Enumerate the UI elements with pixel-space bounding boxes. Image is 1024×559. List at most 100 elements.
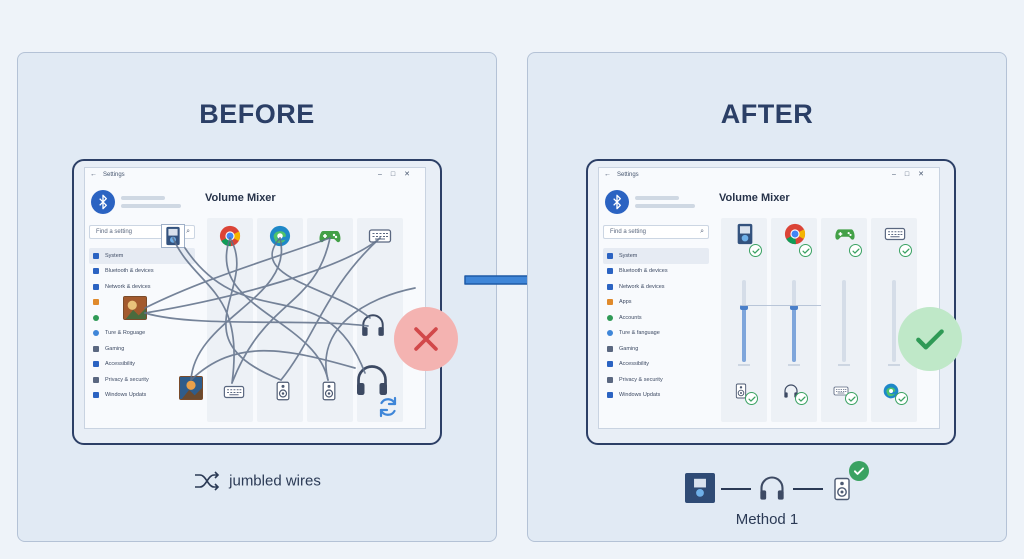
sidebar-item-label: Ture & fanguage [619, 330, 660, 337]
sidebar-item[interactable]: Windows Updats [89, 388, 195, 404]
sidebar-item-label: Windows Updats [105, 392, 147, 399]
monitor-icon [93, 252, 99, 259]
game-thumbnail [179, 376, 203, 400]
back-arrow-icon[interactable]: ← [90, 171, 97, 178]
sidebar-item[interactable]: Apps [603, 295, 709, 311]
bluetooth-icon [605, 190, 629, 214]
volume-slider[interactable] [842, 280, 846, 362]
checkmark-icon [799, 244, 812, 257]
checkmark-icon [745, 392, 758, 405]
media-player-icon[interactable] [161, 224, 185, 248]
account-name-placeholder [121, 196, 165, 200]
after-caption: Method 1 [735, 511, 799, 528]
volume-slider[interactable] [892, 280, 896, 362]
sidebar-item[interactable]: Privacy & security [89, 372, 195, 388]
search-icon: ⌕ [700, 228, 704, 235]
window-title: Settings [103, 172, 125, 178]
refresh-icon[interactable] [375, 394, 401, 420]
sidebar-item[interactable] [89, 295, 195, 311]
shield-icon [93, 376, 99, 383]
shield-icon [607, 376, 613, 383]
search-placeholder: Find a setting [96, 229, 133, 235]
sidebar-item[interactable]: Gaming [603, 341, 709, 357]
sidebar-item-label: System [619, 252, 638, 259]
game-thumbnail [123, 296, 147, 320]
sidebar-item[interactable]: Ture & fanguage [603, 326, 709, 342]
shuffle-icon [195, 471, 220, 491]
sidebar-item[interactable]: Bluetooth & devices [89, 264, 195, 280]
person-icon [607, 314, 613, 321]
sidebar-item-label: Windows Updats [619, 392, 661, 399]
sidebar-item[interactable]: System [603, 248, 709, 264]
account-email-placeholder [121, 204, 181, 208]
accessibility-icon [607, 361, 613, 368]
sidebar-item[interactable]: Accessibility [603, 357, 709, 373]
sidebar-item[interactable]: Privacy & security [603, 372, 709, 388]
search-input[interactable]: Find a setting ⌕ [603, 225, 709, 239]
sidebar-item[interactable]: Accessibility [89, 357, 195, 373]
slider-base [888, 364, 900, 366]
slider-base [838, 364, 850, 366]
chrome-icon[interactable] [783, 222, 807, 246]
slider-base [738, 364, 750, 366]
sidebar-item-label: Privacy & security [105, 376, 149, 383]
game-controller-icon[interactable] [833, 222, 857, 246]
sidebar-item[interactable] [89, 310, 195, 326]
window-title: Settings [617, 172, 639, 178]
chain-connector [721, 488, 751, 490]
sidebar-item-label: Network & devices [619, 283, 665, 290]
sidebar-item-label: Privacy & security [619, 376, 663, 383]
sidebar-item-label: Accessibility [619, 361, 649, 368]
window-controls[interactable]: –□✕ [378, 171, 419, 178]
volume-fill [792, 305, 796, 362]
sidebar-item[interactable]: Ture & Roguage [89, 326, 195, 342]
bluetooth-icon [91, 190, 115, 214]
bluetooth-icon [607, 268, 613, 275]
sidebar-item-label: Gaming [105, 345, 125, 352]
person-icon [93, 314, 99, 321]
globe-icon [607, 330, 613, 337]
checkmark-icon [895, 392, 908, 405]
volume-slider-thumb[interactable] [740, 305, 748, 310]
before-heading: BEFORE [199, 99, 315, 129]
checkmark-icon [849, 244, 862, 257]
checkmark-icon [849, 461, 869, 481]
caption-text: jumbled wires [229, 472, 321, 490]
sidebar-item[interactable]: Accounts [603, 310, 709, 326]
sidebar-item[interactable]: Bluetooth & devices [603, 264, 709, 280]
sidebar-item-label: System [105, 252, 124, 259]
checkmark-icon [898, 307, 962, 371]
account-name-placeholder [635, 196, 679, 200]
title-bar: ← Settings –□✕ [85, 168, 425, 182]
title-bar: ← Settings –□✕ [599, 168, 939, 182]
media-player-icon [685, 473, 715, 503]
globe-icon [93, 330, 99, 337]
sidebar-item[interactable]: Network & devices [89, 279, 195, 295]
sidebar-item-label: Bluetooth & devices [105, 268, 154, 275]
back-arrow-icon[interactable]: ← [604, 171, 611, 178]
slider-link-line [741, 305, 821, 306]
search-icon: ⌕ [186, 228, 190, 235]
keyboard-icon[interactable] [883, 222, 907, 246]
wifi-icon [607, 283, 613, 290]
window-controls[interactable]: –□✕ [892, 171, 933, 178]
sidebar-item[interactable]: Gaming [89, 341, 195, 357]
tangled-wires [144, 237, 416, 384]
sidebar-item[interactable]: System [89, 248, 195, 264]
checkmark-icon [749, 244, 762, 257]
before-caption: jumbled wires [18, 470, 496, 492]
slider-base [788, 364, 800, 366]
sidebar-item[interactable]: Windows Updats [603, 388, 709, 404]
checkmark-icon [899, 244, 912, 257]
device-chain [685, 461, 869, 505]
sidebar-item[interactable]: Network & devices [603, 279, 709, 295]
volume-slider-thumb[interactable] [790, 305, 798, 310]
media-player-icon[interactable] [733, 222, 757, 246]
checkmark-icon [845, 392, 858, 405]
after-panel: AFTER ← Settings –□✕ Find a setting ⌕ Sy… [527, 52, 1007, 542]
volume-fill [742, 305, 746, 362]
